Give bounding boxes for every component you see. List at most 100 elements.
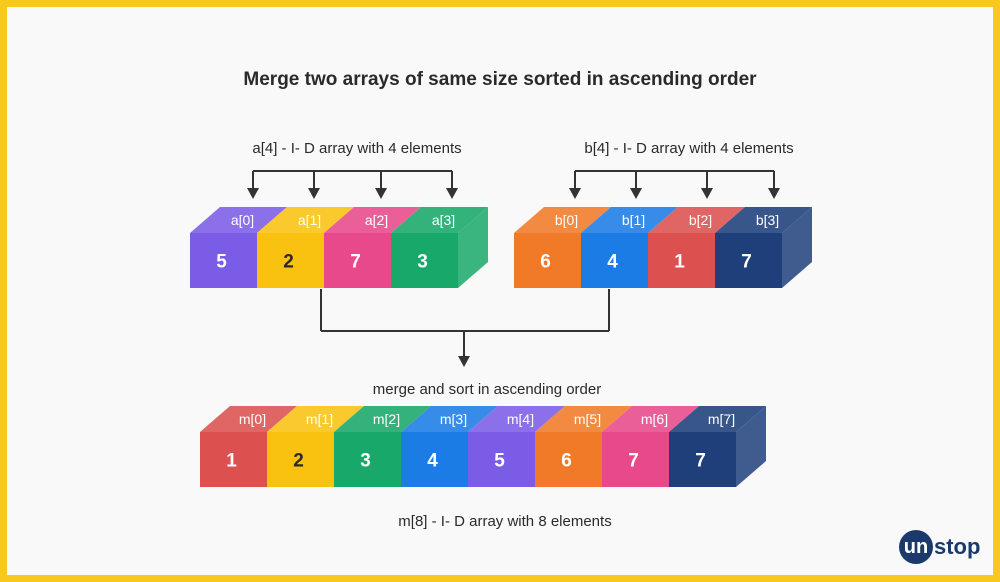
connector-segment — [569, 188, 581, 199]
connector-segment — [458, 356, 470, 367]
array-m-value-label: 7 — [628, 451, 639, 472]
logo-circle: un — [899, 530, 933, 564]
array-m-cell-top — [334, 406, 431, 432]
array-a-caption: a[4] - I- D array with 4 elements — [252, 140, 462, 157]
array-a-index-label: a[3] — [432, 212, 455, 228]
array-m-cell-6: m[6] 7 — [602, 406, 699, 487]
array-a-cell-front — [257, 233, 324, 288]
array-m-caption: m[8] - I- D array with 8 elements — [398, 513, 612, 530]
array-m-value-label: 5 — [494, 451, 505, 472]
array-m-index-label: m[1] — [306, 411, 333, 427]
array-b-value-label: 6 — [540, 252, 551, 273]
array-m-cell-top — [535, 406, 632, 432]
array-m-cell-top — [669, 406, 766, 432]
array-a-value-label: 2 — [283, 252, 294, 273]
array-m-cell-front — [334, 432, 401, 487]
array-b-cell-0: b[0] 6 — [514, 207, 611, 288]
array-b-side-face — [782, 207, 812, 288]
array-b-cell-3: b[3] 7 — [715, 207, 812, 288]
array-m-index-label: m[3] — [440, 411, 467, 427]
array-a-cell-top — [190, 207, 287, 233]
array-m-index-label: m[4] — [507, 411, 534, 427]
array-m-value-label: 4 — [427, 451, 438, 472]
array-a-cell-front — [324, 233, 391, 288]
array-b-index-label: b[0] — [555, 212, 578, 228]
array-b-cell-top — [715, 207, 812, 233]
array-b-cell-top — [581, 207, 678, 233]
connector-segment — [375, 188, 387, 199]
array-b-cell-top — [514, 207, 611, 233]
array-m-cell-top — [468, 406, 565, 432]
array-a-side-face — [458, 207, 488, 288]
array-m-cell-3: m[3] 4 — [401, 406, 498, 487]
array-a-cell-1: a[1] 2 — [257, 207, 354, 288]
array-a-cell-2: a[2] 7 — [324, 207, 421, 288]
array-m-value-label: 3 — [360, 451, 371, 472]
array-b-cell-front — [648, 233, 715, 288]
array-a-cell-3: a[3] 3 — [391, 207, 488, 288]
array-m-cell-front — [602, 432, 669, 487]
array-b-value-label: 1 — [674, 252, 685, 273]
connector-segment — [768, 188, 780, 199]
array-b-index-label: b[2] — [689, 212, 712, 228]
array-m-index-label: m[5] — [574, 411, 601, 427]
array-m-cell-5: m[5] 6 — [535, 406, 632, 487]
array-m-cell-front — [200, 432, 267, 487]
array-m-cell-2: m[2]3 — [334, 406, 431, 487]
array-a-value-label: 5 — [216, 252, 227, 273]
array-a-index-label: a[2] — [365, 212, 388, 228]
array-diagram: a[0] 5 a[1] 2 a[2] 7 a[3] 3 b[0] 6 b[1] 4 b[2] 1 b[3]… — [190, 170, 812, 487]
array-m-cell-front — [401, 432, 468, 487]
array-m-cell-top — [602, 406, 699, 432]
array-m-cell-front — [669, 432, 736, 487]
connector-segment — [308, 188, 320, 199]
connector-segment — [701, 188, 713, 199]
array-a-cell-top — [391, 207, 488, 233]
array-a-index-label: a[0] — [231, 212, 254, 228]
array-m-cell-top — [200, 406, 297, 432]
connector-segment — [446, 188, 458, 199]
diagram-title: Merge two arrays of same size sorted in … — [243, 69, 757, 90]
array-a-cell-front — [391, 233, 458, 288]
array-b-cell-front — [581, 233, 648, 288]
array-m-index-label: m[0] — [239, 411, 266, 427]
array-a-value-label: 3 — [417, 252, 428, 273]
array-m-cell-front — [468, 432, 535, 487]
logo-text: stop — [934, 534, 981, 559]
array-m-cell-0: m[0]1 — [200, 406, 297, 487]
array-b-cell-front — [715, 233, 782, 288]
array-a-cell-top — [257, 207, 354, 233]
array-b: b[0] 6 b[1] 4 b[2] 1 b[3] 7 — [514, 207, 812, 288]
array-b-cell-1: b[1] 4 — [581, 207, 678, 288]
array-a-cell-0: a[0] 5 — [190, 207, 287, 288]
array-m-cell-1: m[1] 2 — [267, 406, 364, 487]
array-b-value-label: 4 — [607, 252, 618, 273]
array-b-cell-2: b[2] 1 — [648, 207, 745, 288]
array-b-caption: b[4] - I- D array with 4 elements — [584, 140, 794, 157]
array-m-value-label: 2 — [293, 451, 304, 472]
connector-segment — [247, 188, 259, 199]
array-m-cell-front — [535, 432, 602, 487]
array-b-cell-top — [648, 207, 745, 233]
array-m-cell-7: m[7] 7 — [669, 406, 766, 487]
connector-lines — [247, 170, 780, 367]
unstop-logo: un stop — [899, 529, 980, 565]
array-m-value-label: 6 — [561, 451, 572, 472]
array-a-index-label: a[1] — [298, 212, 321, 228]
array-b-index-label: b[1] — [622, 212, 645, 228]
array-m-cell-front — [267, 432, 334, 487]
array-b-index-label: b[3] — [756, 212, 779, 228]
array-m-cell-4: m[4] 5 — [468, 406, 565, 487]
array-m-cell-top — [267, 406, 364, 432]
array-m-side-face — [736, 406, 766, 487]
array-m-index-label: m[6] — [641, 411, 668, 427]
array-m: m[0]1 m[1] 2 m[2]3 m[3] 4 m[4] 5 m[5] 6 m[6] 7 m[7] 7 — [200, 406, 766, 487]
array-m-index-label: m[7] — [708, 411, 735, 427]
connector-segment — [630, 188, 642, 199]
array-a-cell-top — [324, 207, 421, 233]
array-b-cell-front — [514, 233, 581, 288]
array-a-value-label: 7 — [350, 252, 361, 273]
array-b-value-label: 7 — [741, 252, 752, 273]
array-m-value-label: 7 — [695, 451, 706, 472]
